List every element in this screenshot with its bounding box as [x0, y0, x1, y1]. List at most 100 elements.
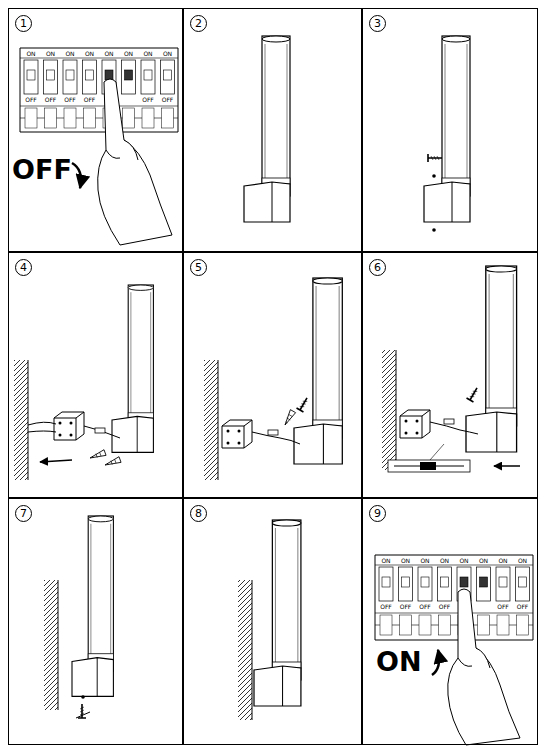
switch-toggle — [480, 577, 488, 587]
breaker-switch — [141, 60, 155, 94]
breaker-label: OFF — [142, 97, 154, 103]
step-panel: 5 — [183, 252, 362, 498]
terminal — [84, 108, 96, 128]
wall-anchor — [282, 410, 295, 427]
switch-instruction: ON — [376, 648, 422, 675]
screw — [428, 154, 442, 162]
breaker-switch — [44, 60, 58, 94]
breaker-label: OFF — [380, 604, 392, 610]
breaker-label: ON — [124, 51, 133, 57]
wall-anchor — [104, 457, 121, 468]
breaker-switch — [496, 567, 510, 601]
wall-lamp — [294, 278, 342, 464]
step-panel: 9 — [362, 498, 538, 745]
breaker-label: ON — [65, 51, 74, 57]
step-number: 3 — [369, 15, 386, 32]
step-number: 2 — [190, 15, 207, 32]
breaker-label: OFF — [439, 604, 451, 610]
wall-lamp — [466, 266, 517, 452]
step-panel: 6 — [362, 252, 538, 498]
breaker-label: ON — [104, 51, 113, 57]
step-number: 8 — [190, 505, 207, 522]
breaker-label: ON — [26, 51, 35, 57]
step-panel: 8 — [183, 498, 362, 745]
switch-toggle — [47, 70, 55, 80]
hand — [98, 79, 172, 245]
breaker-label: ON — [46, 51, 55, 57]
breaker-label: OFF — [84, 97, 96, 103]
step-number: 6 — [369, 259, 386, 276]
breaker-label: ON — [479, 558, 488, 564]
breaker-switch — [516, 567, 530, 601]
breaker-label: OFF — [419, 604, 431, 610]
terminal — [64, 108, 76, 128]
wall-lamp — [72, 516, 113, 696]
switch-toggle — [125, 70, 133, 80]
breaker-switch — [477, 567, 491, 601]
terminal — [142, 108, 154, 128]
breaker-label: ON — [420, 558, 429, 564]
breaker-label: OFF — [25, 97, 37, 103]
breaker-switch — [161, 60, 175, 94]
screw — [297, 396, 311, 412]
terminal — [497, 615, 509, 635]
breaker-label: OFF — [45, 97, 57, 103]
terminal — [478, 615, 490, 635]
terminal — [439, 615, 451, 635]
terminal — [25, 108, 37, 128]
breaker-switch — [379, 567, 393, 601]
screw — [467, 386, 481, 402]
breaker-switch — [399, 567, 413, 601]
switch-toggle — [460, 577, 468, 587]
switch-toggle — [441, 577, 449, 587]
breaker-label: ON — [440, 558, 449, 564]
breaker-switch — [122, 60, 136, 94]
hand — [448, 589, 520, 745]
step-number: 9 — [369, 505, 386, 522]
breaker-label: ON — [381, 558, 390, 564]
switch-toggle — [499, 577, 507, 587]
step-number: 1 — [15, 15, 32, 32]
wall-lamp — [112, 285, 153, 452]
breaker-label: OFF — [64, 97, 76, 103]
breaker-switch — [83, 60, 97, 94]
mounting-plate — [222, 420, 252, 448]
switch-toggle — [86, 70, 94, 80]
terminal — [123, 108, 135, 128]
direction-arrow — [72, 163, 81, 188]
breaker-label: OFF — [400, 604, 412, 610]
switch-toggle — [66, 70, 74, 80]
wall-lamp — [244, 36, 290, 222]
switch-toggle — [144, 70, 152, 80]
step-number: 4 — [15, 259, 32, 276]
terminal — [380, 615, 392, 635]
step-number: 5 — [190, 259, 207, 276]
switch-toggle — [27, 70, 35, 80]
step-panel: 7 — [8, 498, 183, 745]
step-panel: 1 — [8, 8, 183, 252]
switch-toggle — [519, 577, 527, 587]
breaker-box — [20, 48, 178, 132]
switch-toggle — [421, 577, 429, 587]
terminal — [517, 615, 529, 635]
breaker-switch — [438, 567, 452, 601]
breaker-label: ON — [459, 558, 468, 564]
breaker-label: ON — [163, 51, 172, 57]
breaker-switch — [63, 60, 77, 94]
step-panel: 4 — [8, 252, 183, 498]
mounting-plate — [400, 410, 430, 438]
breaker-label: OFF — [497, 604, 509, 610]
terminal — [45, 108, 57, 128]
breaker-label: OFF — [162, 97, 174, 103]
breaker-label: ON — [518, 558, 527, 564]
wall-anchor — [89, 450, 106, 461]
switch-toggle — [402, 577, 410, 587]
breaker-label: OFF — [517, 604, 529, 610]
terminal — [162, 108, 174, 128]
mounting-plate — [54, 412, 84, 440]
breaker-switch — [24, 60, 38, 94]
switch-toggle — [105, 70, 113, 80]
step-number: 7 — [15, 505, 32, 522]
breaker-label: ON — [401, 558, 410, 564]
